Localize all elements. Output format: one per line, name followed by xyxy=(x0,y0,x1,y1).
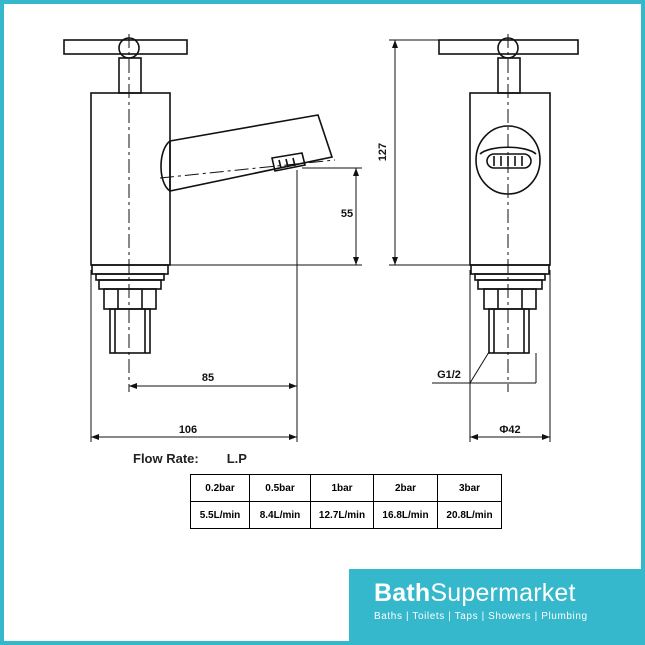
pressure-cell: 0.5bar xyxy=(249,474,311,502)
pressure-row: 0.2bar 0.5bar 1bar 2bar 3bar xyxy=(190,474,502,502)
side-cross-handle xyxy=(63,39,188,55)
flow-row: 5.5L/min 8.4L/min 12.7L/min 16.8L/min 20… xyxy=(190,501,502,529)
side-thread-shank xyxy=(109,308,151,354)
side-washer xyxy=(91,264,169,275)
side-spout-curve xyxy=(160,140,171,192)
spout-centre-line xyxy=(159,159,336,179)
pressure-cell: 1bar xyxy=(310,474,374,502)
brand-tagline: Baths | Toilets | Taps | Showers | Plumb… xyxy=(374,611,588,622)
side-handle-stem xyxy=(118,57,142,94)
pressure-cell: 0.2bar xyxy=(190,474,250,502)
flow-cell: 16.8L/min xyxy=(373,501,438,529)
front-nut xyxy=(483,288,537,310)
brand-logo-text: BathSupermarket xyxy=(374,579,576,608)
dim-label-spout-reach: 85 xyxy=(202,372,214,384)
front-washer xyxy=(470,264,550,275)
brand-name-regular: Supermarket xyxy=(430,579,576,607)
side-arrowheads xyxy=(91,168,359,440)
front-view xyxy=(389,34,579,442)
side-nut xyxy=(103,288,157,310)
flow-cell: 8.4L/min xyxy=(249,501,311,529)
flow-cell: 20.8L/min xyxy=(437,501,502,529)
brand-banner: BathSupermarket Baths | Toilets | Taps |… xyxy=(349,569,641,641)
flow-cell: 5.5L/min xyxy=(190,501,250,529)
flow-cell: 12.7L/min xyxy=(310,501,374,529)
pressure-cell: 3bar xyxy=(437,474,502,502)
side-aerator-mark xyxy=(278,159,282,169)
thread-leader xyxy=(469,351,490,384)
side-washer xyxy=(95,273,165,281)
flow-rate-heading: Flow Rate: L.P xyxy=(133,451,247,466)
side-aerator xyxy=(271,152,306,172)
front-arrowheads xyxy=(392,40,550,440)
flow-rate-label: Flow Rate: xyxy=(133,451,199,466)
pressure-cell: 2bar xyxy=(373,474,438,502)
side-spout xyxy=(169,114,334,192)
dim-label-height: 127 xyxy=(377,143,389,161)
front-washer xyxy=(474,273,546,281)
side-aerator-mark xyxy=(285,158,289,168)
side-washer xyxy=(98,279,162,290)
front-aerator xyxy=(486,153,532,169)
flow-rate-table: 0.2bar 0.5bar 1bar 2bar 3bar 5.5L/min 8.… xyxy=(190,474,502,529)
dim-label-spout-height: 55 xyxy=(341,208,353,220)
front-thread-shank xyxy=(488,308,530,354)
front-handle-stem xyxy=(497,57,521,94)
brand-name-bold: Bath xyxy=(374,579,431,607)
dim-label-depth: 106 xyxy=(179,424,197,436)
side-view xyxy=(63,34,362,442)
side-tap-body xyxy=(90,92,171,266)
front-washer xyxy=(477,279,543,290)
dim-label-diameter: Φ42 xyxy=(499,424,520,436)
dim-label-thread: G1/2 xyxy=(437,369,461,381)
pressure-type: L.P xyxy=(226,451,247,466)
side-aerator-mark xyxy=(292,157,296,167)
